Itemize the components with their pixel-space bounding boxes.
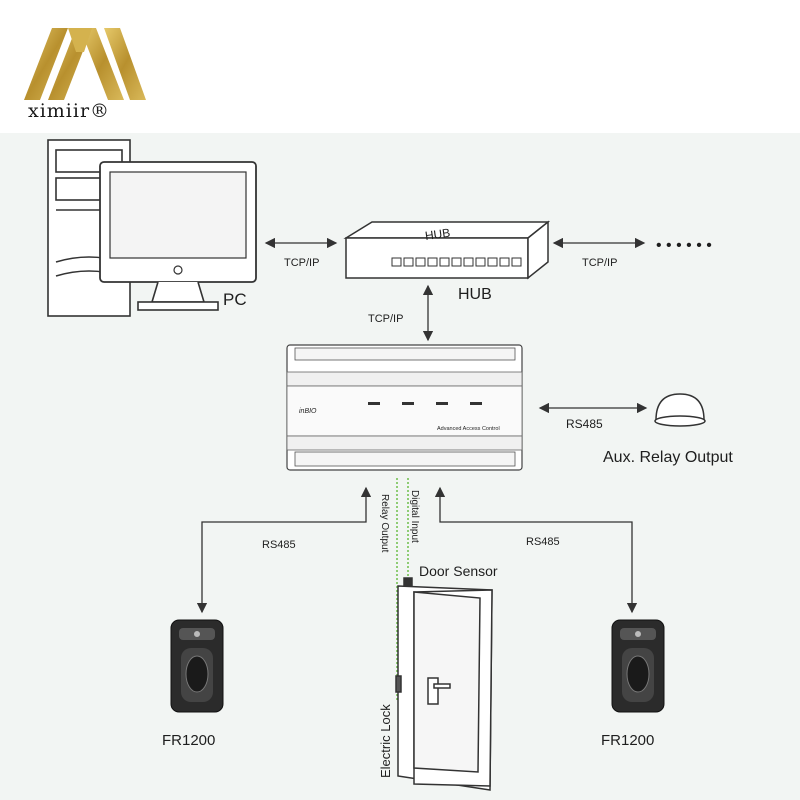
controller-model-text: Advanced Access Control (437, 426, 500, 432)
controller-aux-protocol: RS485 (566, 417, 603, 431)
access-controller-device (286, 344, 523, 471)
controller-reader-right-protocol: RS485 (526, 536, 560, 548)
pc-hub-protocol: TCP/IP (284, 257, 319, 269)
hub-icon (343, 220, 551, 280)
pc-label: PC (223, 290, 247, 309)
more-devices-dots: • • • • • • (656, 237, 712, 254)
reader-right-label: FR1200 (601, 732, 654, 749)
brand-name: ximiir® (28, 100, 111, 122)
door-sensor-label: Door Sensor (419, 563, 498, 579)
door-icon (395, 577, 493, 791)
controller-reader-right-link (434, 486, 638, 614)
hub-controller-protocol: TCP/IP (368, 313, 403, 325)
ximiir-logo (24, 28, 146, 100)
digital-input-label: Digital Input (409, 490, 420, 543)
fingerprint-reader-left-icon (170, 619, 224, 713)
fingerprint-reader-right-icon (611, 619, 665, 713)
hub-more-protocol: TCP/IP (582, 257, 617, 269)
hub-top-text: HUB (424, 226, 451, 243)
reader-left-label: FR1200 (162, 732, 215, 749)
hub-label: HUB (458, 286, 492, 303)
relay-output-label: Relay Output (379, 494, 390, 553)
controller-reader-left-link (196, 486, 372, 614)
aux-relay-light-icon (654, 393, 706, 427)
electric-lock-label: Electric Lock (378, 704, 393, 778)
monitor-icon (99, 161, 257, 311)
controller-reader-left-protocol: RS485 (262, 539, 296, 551)
aux-relay-label: Aux. Relay Output (603, 449, 733, 466)
controller-brand: inBIO (299, 408, 317, 415)
